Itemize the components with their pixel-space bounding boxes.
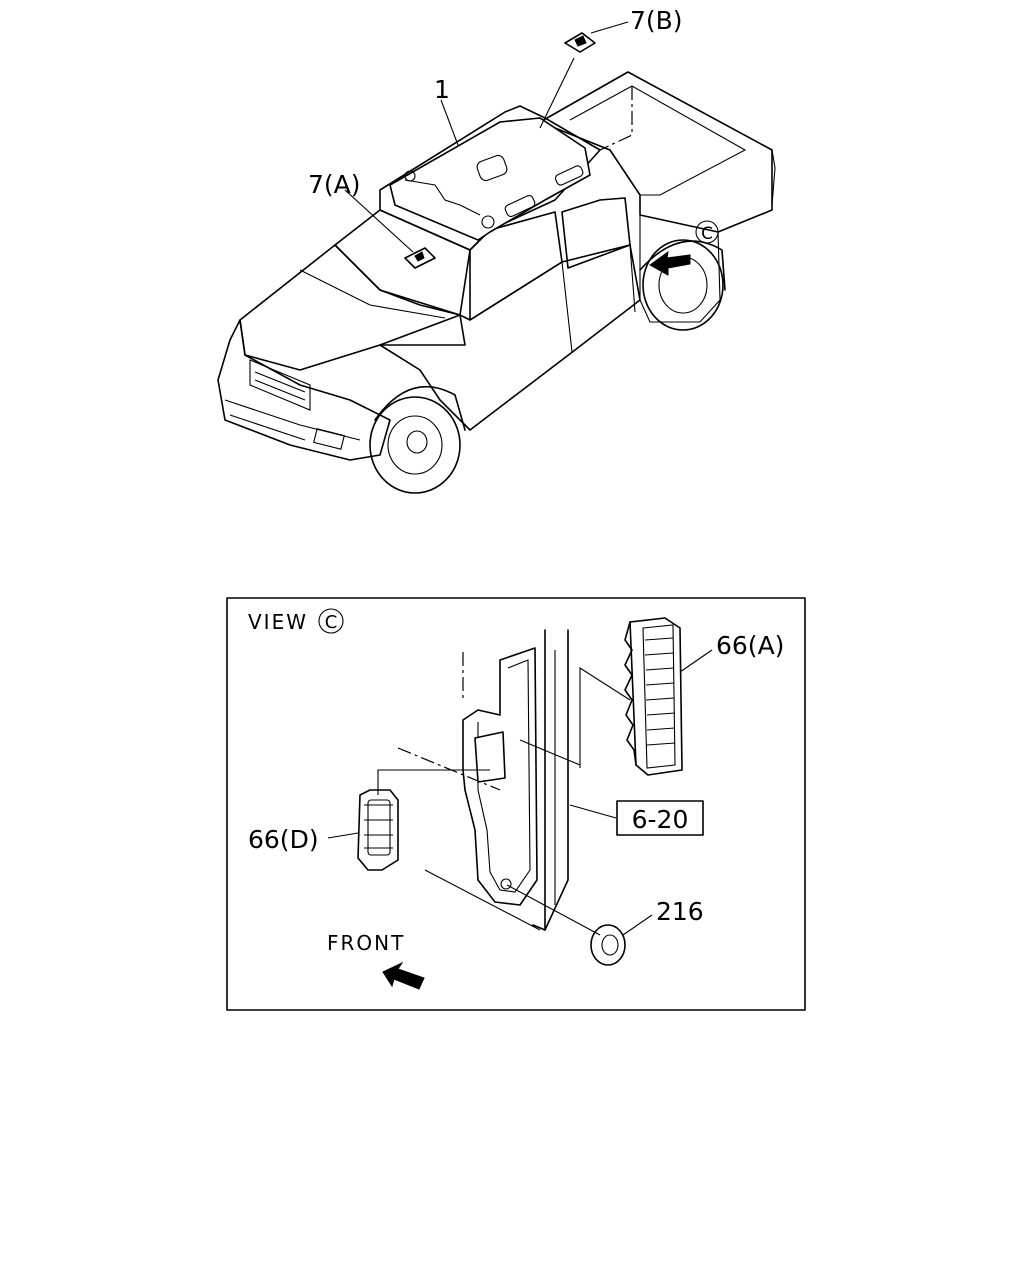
view-c-marker-letter: C [701, 224, 713, 244]
view-heading-letter-marker: C [318, 608, 344, 634]
view-c-detail-frame [226, 597, 806, 1011]
view-heading-letter: C [325, 612, 338, 633]
callout-clip-66a: 66(A) [716, 631, 784, 660]
rear-door-window [561, 197, 631, 269]
front-wheel [369, 385, 466, 494]
view-heading: VIEW [248, 610, 308, 634]
grab-handle-rear [504, 194, 536, 218]
rear-wheel [639, 239, 726, 331]
cargo-bed-hidden-edge [599, 86, 633, 151]
clip-7b-detail [574, 35, 587, 47]
cargo-bed-inner [569, 85, 747, 196]
grille [249, 359, 311, 411]
ref-box-label: 6-20 [632, 805, 689, 834]
front-label: FRONT [327, 931, 405, 955]
clip-hole [404, 170, 416, 182]
grommet-216-part [590, 924, 626, 966]
view-c-arrow-icon [649, 250, 691, 276]
door-line-rear [629, 244, 636, 313]
hood-crease [299, 269, 446, 319]
roof-lining-wiring [404, 179, 481, 216]
clip-hole [481, 215, 495, 229]
callout-clip-7b: 7(B) [630, 6, 683, 35]
callout-clip-66d: 66(D) [248, 825, 319, 854]
view-c-marker: C [695, 220, 719, 244]
callout-grommet: 216 [656, 897, 704, 926]
dome-lamp-opening [476, 154, 508, 182]
clip-7a-detail [414, 251, 425, 262]
tailgate [771, 149, 776, 206]
top-leader-lines [344, 21, 629, 253]
grab-handle-side [554, 165, 584, 186]
clip-66d-part [357, 789, 399, 871]
callout-clip-7a: 7(A) [308, 170, 361, 199]
front-fascia [217, 319, 391, 461]
body-side [379, 244, 641, 431]
front-arrow-icon [382, 961, 425, 990]
door-line [561, 261, 573, 353]
fog-lamp [313, 428, 345, 450]
callout-roof-liner: 1 [434, 75, 450, 104]
detail-leader-lines [327, 649, 713, 936]
pickup-truck-illustration [217, 32, 776, 494]
clip-66a-part [624, 617, 683, 776]
ref-box-frame [616, 800, 704, 836]
bed-side [639, 215, 721, 323]
pillar-panel [424, 629, 581, 931]
